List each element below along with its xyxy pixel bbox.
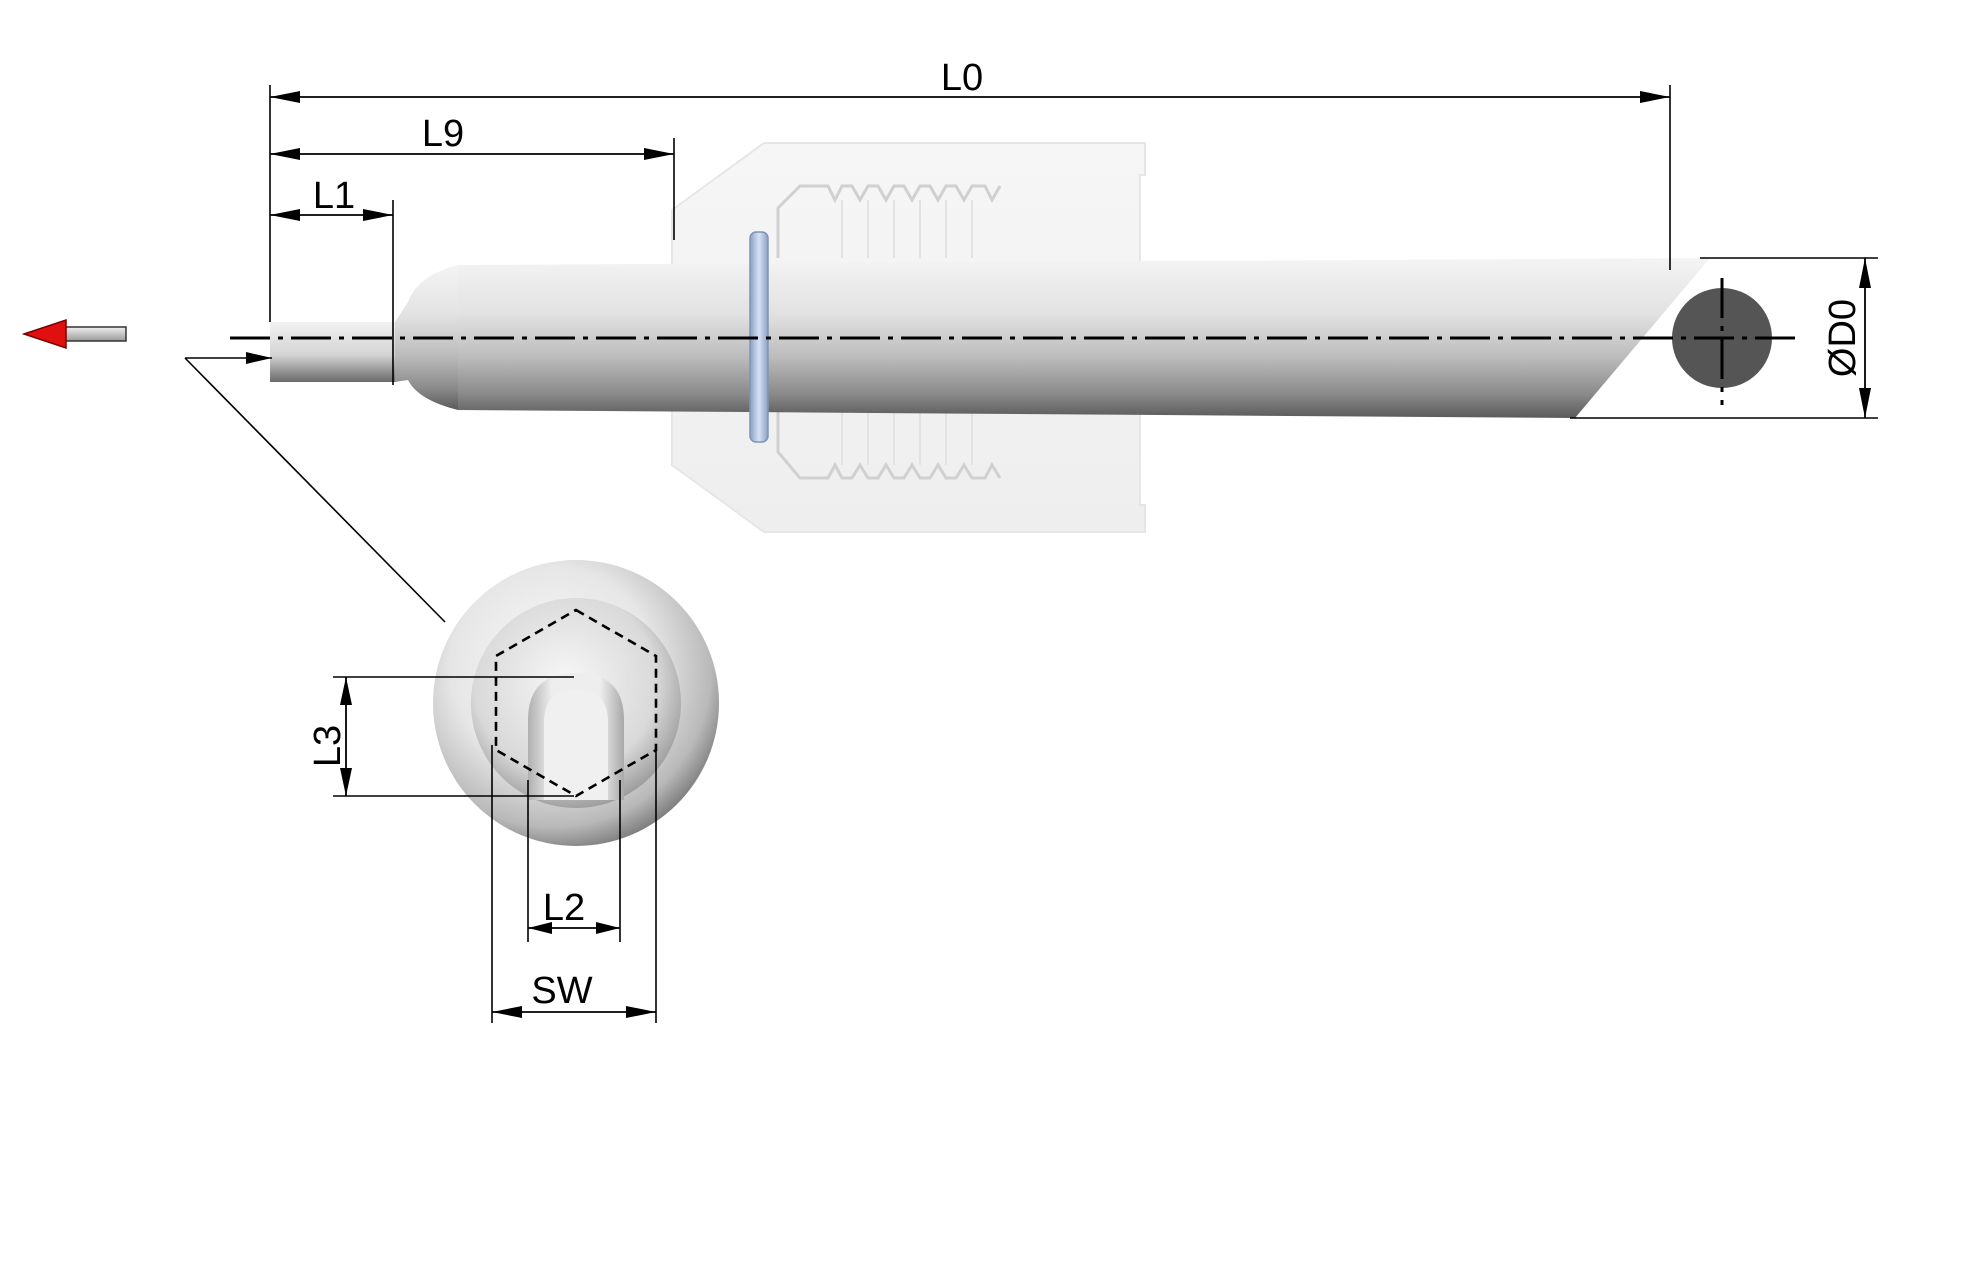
dimension-label-L3: L3 [307, 725, 349, 767]
detail-end-view [433, 560, 719, 846]
dimension-L2: L2 [527, 780, 621, 942]
left-arrow-icon [21, 318, 127, 350]
dimension-label-L0: L0 [941, 57, 983, 99]
dimension-D0: ØD0 [1570, 257, 1878, 419]
dimension-label-SW: SW [531, 970, 592, 1012]
thread-bottom [776, 410, 1002, 480]
dimension-label-D0: ØD0 [1822, 299, 1864, 377]
dimension-L3: L3 [307, 676, 574, 797]
detail-leader-arrowhead [246, 352, 272, 364]
tip-pin [270, 322, 395, 382]
dimension-label-L1: L1 [313, 175, 355, 217]
dimension-L1: L1 [270, 175, 394, 385]
dimension-L9: L9 [270, 113, 675, 240]
dimension-L0: L0 [269, 57, 1671, 322]
dimension-label-L2: L2 [543, 887, 585, 929]
dimension-label-L9: L9 [422, 113, 464, 155]
hex-socket-outline [494, 608, 658, 798]
thread-top [776, 184, 1002, 258]
detail-leader-line [184, 357, 446, 623]
dimension-SW: SW [491, 745, 657, 1023]
